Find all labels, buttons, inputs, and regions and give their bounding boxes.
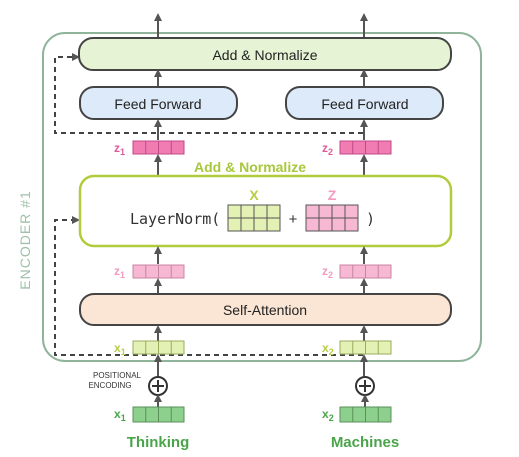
dashed-residual-arrow-icon [54, 53, 363, 134]
x1-embedding-label: x1 [114, 407, 126, 423]
x2-input-vector [339, 340, 392, 355]
x-matrix-label: X [249, 187, 259, 203]
self-attention-box [79, 293, 452, 326]
x1-input-label: x1 [114, 341, 126, 357]
x1-embedding-vector [132, 406, 185, 423]
x2-input-label: x2 [322, 341, 334, 357]
z2-input-label: z2 [322, 264, 333, 280]
feed-forward-label-1: Feed Forward [114, 96, 201, 112]
z2-output-label: z2 [322, 141, 333, 157]
layernorm-func-label: LayerNorm( [130, 210, 220, 228]
z2-input-vector [339, 264, 392, 279]
encoder-box [42, 32, 482, 362]
z2-output-vector [339, 140, 392, 155]
z1-output-vector [132, 140, 185, 155]
feed-forward-label-2: Feed Forward [321, 96, 408, 112]
x2-embedding-vector [339, 406, 392, 423]
positional-encoding-label-line1: POSITIONAL [93, 371, 142, 380]
z1-input-vector [132, 264, 185, 279]
dashed-residual-arrow-icon [54, 216, 363, 356]
plus-circle-icon [355, 376, 375, 396]
x-matrix [227, 204, 281, 232]
x2-embedding-label: x2 [322, 407, 334, 423]
top-add-normalize-box [78, 37, 452, 71]
word-thinking: Thinking [127, 434, 190, 451]
mid-add-normalize-label: Add & Normalize [194, 159, 306, 175]
self-attention-label: Self-Attention [223, 302, 307, 318]
plus-sign: + [289, 211, 298, 228]
plus-circle-icon [148, 376, 168, 396]
z1-input-label: z1 [114, 264, 125, 280]
word-machines: Machines [331, 434, 399, 451]
z-matrix-label: Z [328, 187, 337, 203]
positional-encoding-label-line2: ENCODING [88, 381, 131, 390]
x1-input-vector [132, 340, 185, 355]
layernorm-close-paren: ) [366, 210, 375, 228]
encoder-label: ENCODER #1 [17, 190, 33, 289]
top-add-normalize-label: Add & Normalize [212, 47, 317, 63]
z-matrix [305, 204, 359, 232]
z1-output-label: z1 [114, 141, 125, 157]
